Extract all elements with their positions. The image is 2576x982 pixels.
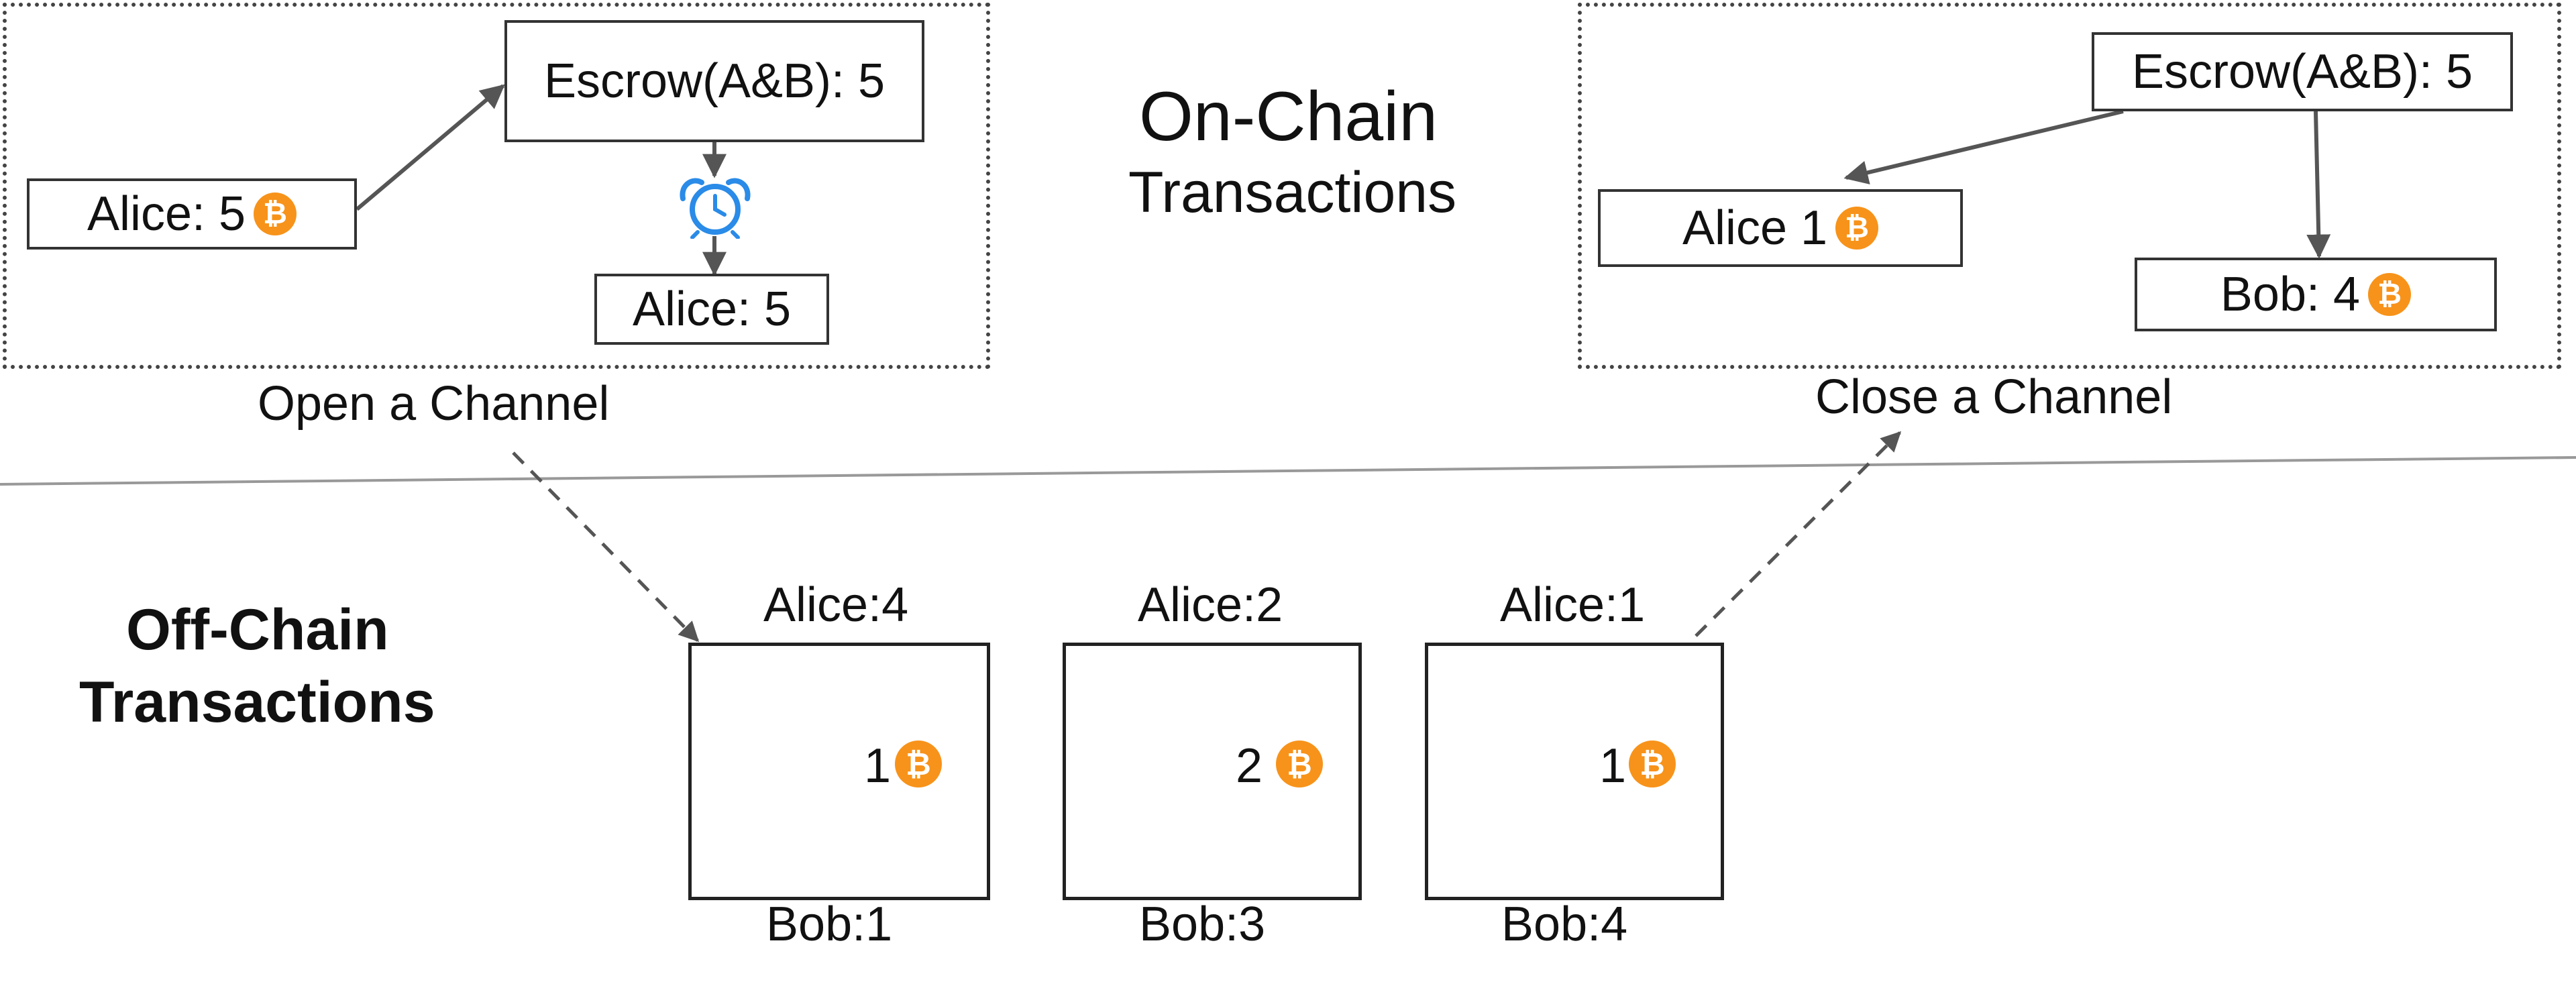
arrow-state3-to-close bbox=[1695, 431, 1902, 637]
close-channel-panel bbox=[1578, 3, 2561, 369]
alice-start-box: Alice: 5 ₿ bbox=[27, 178, 357, 250]
state3-amount: 1 bbox=[1599, 739, 1627, 793]
off-chain-subtitle: Transactions bbox=[79, 670, 435, 734]
state2-alice-label: Alice:2 bbox=[1138, 578, 1283, 632]
state3-box bbox=[1425, 643, 1724, 900]
bitcoin-icon: ₿ bbox=[1835, 207, 1879, 250]
bitcoin-icon: ₿ bbox=[254, 193, 297, 235]
bitcoin-icon: ₿ bbox=[2368, 273, 2412, 316]
alarm-clock-icon bbox=[680, 178, 751, 239]
state2-amount: 2 bbox=[1236, 739, 1263, 793]
alice-refund-box: Alice: 5 bbox=[594, 274, 829, 345]
on-chain-subtitle: Transactions bbox=[1128, 160, 1457, 225]
state3-alice-label: Alice:1 bbox=[1500, 578, 1646, 632]
on-chain-title: On-Chain bbox=[1139, 78, 1438, 156]
bob-out-box: Bob: 4 ₿ bbox=[2135, 258, 2497, 331]
alice-out-box: Alice 1 ₿ bbox=[1598, 189, 1963, 267]
state1-box bbox=[688, 643, 990, 900]
escrow-close-label: Escrow(A&B): 5 bbox=[2131, 45, 2473, 99]
arrow-open-to-state1 bbox=[512, 451, 700, 643]
state3-bob-label: Bob:4 bbox=[1501, 897, 1628, 951]
escrow-close-box: Escrow(A&B): 5 bbox=[2092, 32, 2513, 111]
open-channel-panel bbox=[3, 3, 990, 369]
off-chain-title: Off-Chain bbox=[126, 598, 389, 662]
close-channel-caption: Close a Channel bbox=[1815, 370, 2173, 424]
state1-bob-label: Bob:1 bbox=[766, 897, 893, 951]
state1-alice-label: Alice:4 bbox=[763, 578, 909, 632]
bitcoin-icon: ₿ bbox=[1629, 741, 1676, 787]
alice-out-label: Alice 1 bbox=[1682, 201, 1828, 255]
section-divider bbox=[0, 456, 2576, 486]
escrow-open-label: Escrow(A&B): 5 bbox=[543, 54, 885, 108]
alice-start-label: Alice: 5 bbox=[87, 187, 246, 241]
open-channel-caption: Open a Channel bbox=[258, 377, 610, 431]
bitcoin-icon: ₿ bbox=[895, 741, 942, 787]
state2-bob-label: Bob:3 bbox=[1139, 897, 1266, 951]
bob-out-label: Bob: 4 bbox=[2220, 268, 2361, 321]
state1-amount: 1 bbox=[864, 739, 892, 793]
bitcoin-icon: ₿ bbox=[1276, 741, 1323, 787]
alice-refund-label: Alice: 5 bbox=[632, 282, 792, 336]
escrow-open-box: Escrow(A&B): 5 bbox=[504, 20, 924, 142]
